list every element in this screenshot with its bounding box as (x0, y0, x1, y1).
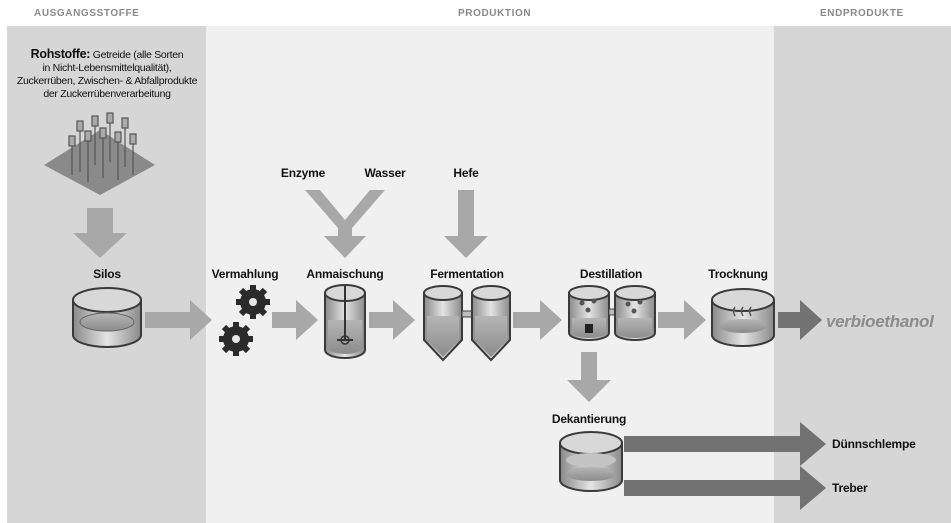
label-mashing: Anmaischung (306, 267, 384, 281)
label-water: Wasser (364, 166, 406, 180)
arrow-fermentation-to-distillation (513, 300, 562, 340)
label-distillation: Destillation (579, 267, 643, 281)
arrow-enzymes-water-merge (305, 190, 385, 258)
drying-tank-icon (711, 288, 775, 347)
raw-materials-title: Rohstoffe: (30, 47, 91, 61)
raw-materials-text: Rohstoffe: Getreide (alle Sorten in Nich… (14, 48, 200, 101)
arrow-to-ethanol (778, 300, 822, 340)
label-yeast: Hefe (453, 166, 479, 180)
raw-materials-line4: der Zuckerrübenverarbeitung (43, 88, 171, 100)
label-spent-grains: Treber (832, 481, 868, 495)
verbioethanol-logo: verbioethanol (826, 312, 934, 331)
fermentation-tanks-icon (423, 285, 511, 362)
arrow-milling-to-mashing (272, 300, 318, 340)
arrow-mashing-to-fermentation (369, 300, 415, 340)
label-thin-stillage: Dünnschlempe (832, 437, 916, 451)
outputs-header: ENDPRODUKTE (820, 8, 904, 19)
raw-materials-line1: Getreide (alle Sorten (92, 49, 184, 61)
raw-materials-line2: in Nicht-Lebensmittelqualität), (42, 62, 172, 74)
arrow-yeast-down (444, 190, 488, 258)
inputs-column (7, 26, 206, 523)
arrow-to-thin-stillage (624, 422, 826, 466)
arrow-field-to-silos (73, 208, 127, 258)
label-enzymes: Enzyme (280, 166, 326, 180)
label-milling: Vermahlung (211, 267, 279, 281)
label-silos: Silos (93, 267, 121, 281)
arrow-silos-to-milling (145, 300, 212, 340)
distillation-tanks-icon (568, 285, 656, 341)
arrow-distillation-to-drying (658, 300, 706, 340)
silo-tank-icon (72, 287, 142, 348)
mash-tank-icon (324, 284, 366, 359)
label-drying: Trocknung (708, 267, 768, 281)
arrow-to-spent-grains (624, 466, 826, 510)
grain-field-icon (44, 112, 155, 195)
decanter-tank-icon (559, 431, 623, 492)
arrow-distillation-to-decanting (567, 352, 611, 402)
milling-gears-icon (219, 285, 270, 356)
label-decanting: Dekantierung (551, 412, 627, 426)
production-header: PRODUKTION (458, 8, 532, 19)
label-fermentation: Fermentation (430, 267, 504, 281)
inputs-header: AUSGANGSSTOFFE (34, 8, 140, 19)
raw-materials-line3: Zuckerrüben, Zwischen- & Abfallprodukte (16, 75, 198, 87)
